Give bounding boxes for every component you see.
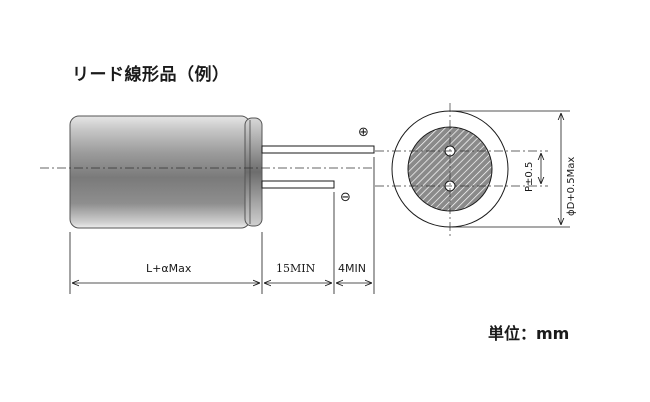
unit-note: 単位：mm <box>488 324 570 343</box>
capacitor-body <box>69 115 263 229</box>
lead-min-label: 15MIN <box>276 262 316 275</box>
page-title: リード線形品（例） <box>72 65 230 85</box>
plus-mark: ⊕ <box>358 125 369 140</box>
lead-end-label: 4MIN <box>338 262 366 275</box>
diameter-label: ϕD+0.5Max <box>566 157 577 216</box>
minus-mark: ⊖ <box>340 190 351 205</box>
end-view <box>375 103 548 237</box>
length-label: L+αMax <box>146 262 192 275</box>
pitch-label: P±0.5 <box>524 162 535 192</box>
lead-wires <box>261 145 375 189</box>
extension-lines <box>69 157 375 294</box>
diameter-extension-lines <box>452 110 570 228</box>
